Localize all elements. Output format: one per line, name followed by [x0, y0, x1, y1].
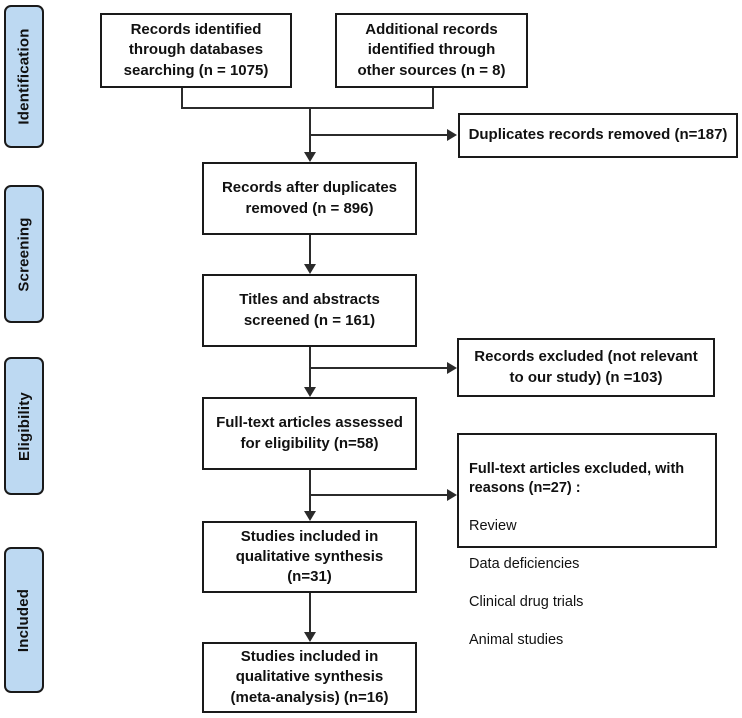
arrow-fulltext-to-qualitative	[304, 470, 316, 521]
node-qualitative-synthesis: Studies included in qualitative synthesi…	[202, 521, 417, 593]
stage-eligibility: Eligibility	[4, 357, 44, 495]
node-duplicates-removed: Duplicates records removed (n=187)	[458, 113, 738, 158]
arrow-to-fulltext-excluded	[310, 489, 457, 501]
arrow-to-duplicates	[310, 129, 457, 141]
node-fulltext-assessed: Full-text articles assessed for eligibil…	[202, 397, 417, 470]
arrow-screened-to-fulltext	[304, 347, 316, 397]
excluded-reason: Data deficiencies	[469, 556, 580, 572]
arrow-qualitative-to-meta	[304, 593, 316, 642]
stage-included: Included	[4, 547, 44, 693]
arrow-to-records-excluded	[310, 362, 457, 374]
stage-screening-label: Screening	[15, 216, 33, 292]
node-records-excluded: Records excluded (not relevant to our st…	[457, 338, 715, 397]
stage-eligibility-label: Eligibility	[15, 391, 33, 461]
stage-included-label: Included	[15, 588, 33, 652]
fulltext-excluded-heading: Full-text articles excluded, with reason…	[469, 461, 685, 496]
arrow-after-duplicates-to-screened	[304, 235, 316, 274]
stage-identification-label: Identification	[15, 28, 33, 125]
node-records-identified-databases: Records identified through databases sea…	[100, 13, 292, 88]
excluded-reason: Animal studies	[469, 632, 564, 648]
node-meta-analysis: Studies included in qualitative synthesi…	[202, 642, 417, 713]
node-records-after-duplicates: Records after duplicates removed (n = 89…	[202, 162, 417, 235]
node-fulltext-excluded: Full-text articles excluded, with reason…	[457, 433, 717, 648]
excluded-reason: Review	[469, 518, 517, 534]
node-titles-abstracts-screened: Titles and abstracts screened (n = 161)	[202, 274, 417, 347]
stage-screening: Screening	[4, 185, 44, 323]
node-additional-records-other-sources: Additional records identified through ot…	[335, 13, 528, 88]
excluded-reason: Clinical drug trials	[469, 594, 584, 610]
arrow-merge-identification	[181, 88, 434, 162]
stage-identification: Identification	[4, 5, 44, 148]
